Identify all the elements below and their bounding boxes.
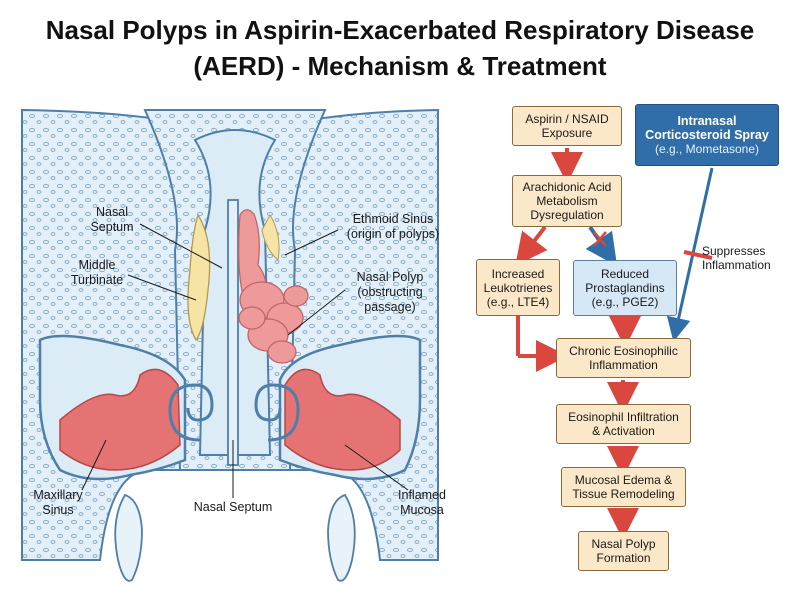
box-reduced-prostaglandins: Reduced Prostaglandins (e.g., PGE2) bbox=[573, 260, 677, 316]
nasal-polyp bbox=[238, 209, 309, 364]
box-edema-text: Mucosal Edema & Tissue Remodeling bbox=[572, 473, 675, 501]
box-aspirin-exposure: Aspirin / NSAID Exposure bbox=[512, 106, 622, 146]
box-polyp-formation-text: Nasal Polyp Formation bbox=[591, 537, 656, 565]
label-maxillary-sinus: Maxillary Sinus bbox=[33, 488, 83, 517]
box-nasal-polyp-formation: Nasal Polyp Formation bbox=[578, 531, 669, 571]
box-mucosal-edema: Mucosal Edema & Tissue Remodeling bbox=[561, 467, 686, 507]
inhibition-x-mark bbox=[593, 231, 607, 247]
ethmoid-sinus bbox=[261, 213, 280, 261]
steroid-title-text: Intranasal Corticosteroid Spray bbox=[645, 114, 769, 142]
label-nasal-septum-top: Nasal Septum bbox=[90, 205, 134, 234]
arrow-arachidonic-leukotrienes bbox=[515, 225, 548, 266]
box-leukotrienes-text: Increased Leukotrienes (e.g., LTE4) bbox=[483, 266, 553, 309]
box-prostaglandins-text: Reduced Prostaglandins (e.g., PGE2) bbox=[585, 267, 665, 309]
label-nasal-septum-bottom: Nasal Septum bbox=[193, 500, 273, 514]
steroid-example-text: (e.g., Mometasone) bbox=[654, 142, 760, 156]
label-nasal-polyp: Nasal Polyp (obstructing passage) bbox=[356, 270, 424, 314]
box-chronic-text: Chronic Eosinophilic Inflammation bbox=[569, 344, 678, 372]
suppression-bar bbox=[683, 250, 713, 260]
label-middle-turbinate: Middle Turbinate bbox=[70, 258, 124, 287]
label-suppresses-inflammation: Suppresses Inflammation bbox=[702, 244, 771, 272]
box-arachidonic-acid: Arachidonic Acid Metabolism Dysregulatio… bbox=[512, 175, 622, 227]
box-increased-leukotrienes: Increased Leukotrienes (e.g., LTE4) bbox=[476, 259, 560, 316]
left-tooth bbox=[114, 493, 143, 582]
box-corticosteroid-spray: Intranasal Corticosteroid Spray (e.g., M… bbox=[635, 104, 779, 166]
turbinate-scroll-left bbox=[168, 383, 214, 442]
box-chronic-inflammation: Chronic Eosinophilic Inflammation bbox=[556, 338, 691, 378]
diagram-title-line1: Nasal Polyps in Aspirin-Exacerbated Resp… bbox=[45, 15, 755, 45]
leader-lines bbox=[81, 223, 409, 498]
label-ethmoid-sinus: Ethmoid Sinus (origin of polyps) bbox=[346, 212, 440, 241]
box-eosinophil-infiltration: Eosinophil Infiltration & Activation bbox=[556, 404, 691, 444]
turbinate-scroll-right bbox=[254, 383, 300, 442]
inflamed-mucosa-left bbox=[59, 368, 181, 471]
inflamed-mucosa-right bbox=[284, 368, 401, 471]
box-eosinophil-text: Eosinophil Infiltration & Activation bbox=[568, 410, 679, 438]
right-tooth bbox=[327, 493, 356, 582]
box-arachidonic-text: Arachidonic Acid Metabolism Dysregulatio… bbox=[522, 180, 612, 222]
box-aspirin-text: Aspirin / NSAID Exposure bbox=[525, 112, 609, 140]
label-inflamed-mucosa: Inflamed Mucosa bbox=[398, 488, 446, 517]
diagram-title-line2: (AERD) - Mechanism & Treatment bbox=[193, 51, 607, 81]
middle-turbinate bbox=[187, 213, 211, 342]
arrow-steroid-chronic bbox=[666, 167, 714, 342]
